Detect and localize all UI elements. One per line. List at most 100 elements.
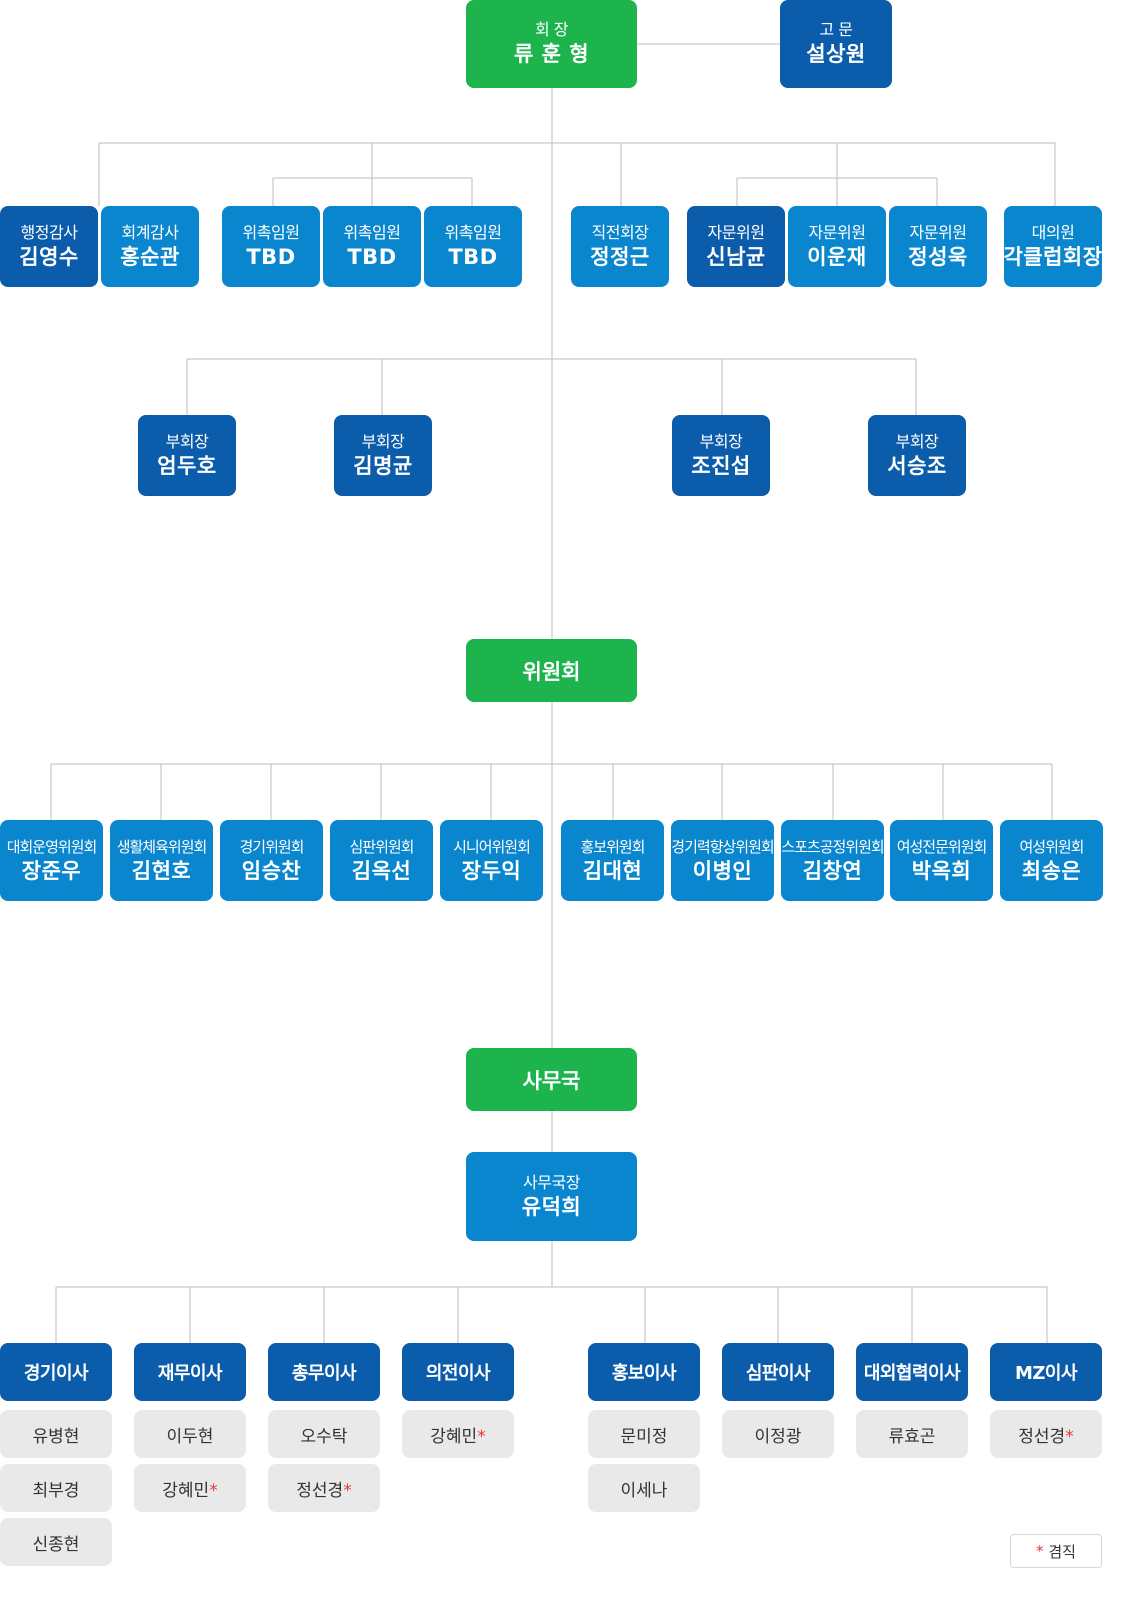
member-name: 류효곤: [888, 1426, 936, 1447]
director-header: 경기이사: [0, 1343, 112, 1401]
member-name: 정선경*: [1018, 1426, 1074, 1447]
director-header: 재무이사: [134, 1343, 246, 1401]
role-label: 자문위원: [909, 222, 967, 242]
role-label: 심판위원회: [349, 837, 414, 856]
role-label: 회 장: [534, 20, 569, 39]
role-label: 시니어위원회: [453, 837, 531, 856]
member-name: 이두현: [166, 1426, 214, 1447]
legend-text: 겸직: [1048, 1542, 1076, 1561]
person-name: 장준우: [21, 858, 82, 883]
director-member-box: 강혜민*: [402, 1410, 514, 1458]
person-name: 정성욱: [908, 244, 968, 269]
director-member-box: 유병현: [0, 1410, 112, 1458]
member-name: 오수탁: [300, 1426, 348, 1447]
role-label: 자문위원: [808, 222, 866, 242]
director-title: MZ이사: [1014, 1363, 1078, 1384]
director-title: 대외협력이사: [863, 1363, 961, 1384]
role-label: 경기위원회: [239, 837, 304, 856]
director-title: 의전이사: [425, 1363, 491, 1384]
role-label: 스포츠공정위원회: [781, 837, 884, 856]
member-name: 문미정: [620, 1426, 668, 1447]
role-label: 부회장: [699, 431, 743, 451]
person-name: 조진섭: [691, 453, 751, 478]
director-header: 총무이사: [268, 1343, 380, 1401]
director-header: MZ이사: [990, 1343, 1102, 1401]
person-name: 장두익: [461, 858, 522, 883]
person-name: 김창연: [802, 858, 863, 883]
concurrent-mark: *: [343, 1480, 352, 1501]
member-name: 강혜민*: [430, 1426, 486, 1447]
role-label: 위촉임원: [343, 222, 401, 242]
role-label: 생활체육위원회: [116, 837, 208, 856]
role-label: 부회장: [361, 431, 405, 451]
role-label: 경기력향상위원회: [671, 837, 774, 856]
director-header: 대외협력이사: [856, 1343, 968, 1401]
director-member-box: 류효곤: [856, 1410, 968, 1458]
director-member-box: 신종현: [0, 1518, 112, 1566]
member-name: 강혜민*: [162, 1480, 218, 1501]
director-header: 의전이사: [402, 1343, 514, 1401]
member-name: 최부경: [32, 1480, 80, 1501]
role-label: 사무국장: [523, 1172, 580, 1192]
director-title: 총무이사: [291, 1363, 357, 1384]
director-member-box: 정선경*: [268, 1464, 380, 1512]
person-name: 이운재: [807, 244, 867, 269]
member-name: 신종현: [32, 1534, 80, 1555]
committee-label: 위원회: [522, 659, 581, 684]
member-name: 정선경*: [296, 1480, 352, 1501]
person-name: 임승찬: [241, 858, 302, 883]
role-label: 홍보위원회: [580, 837, 645, 856]
concurrent-mark: *: [1065, 1426, 1074, 1447]
role-label: 직전회장: [591, 222, 649, 242]
director-title: 경기이사: [23, 1363, 89, 1384]
director-member-box: 강혜민*: [134, 1464, 246, 1512]
role-label: 자문위원: [707, 222, 765, 242]
concurrent-mark: *: [477, 1426, 486, 1447]
member-name: 유병현: [32, 1426, 80, 1447]
role-label: 부회장: [895, 431, 939, 451]
person-name: 엄두호: [157, 453, 217, 478]
person-name: TBD: [347, 244, 397, 269]
committee-header: 위원회: [466, 639, 637, 702]
secretariat-header: 사무국: [466, 1048, 637, 1111]
member-name: 이정광: [754, 1426, 802, 1447]
director-title: 심판이사: [745, 1363, 811, 1384]
person-name: 최송은: [1021, 858, 1082, 883]
person-name: 김옥선: [351, 858, 412, 883]
person-name: 류 훈 형: [513, 42, 590, 66]
secretariat-label: 사무국: [522, 1068, 581, 1093]
concurrent-mark: *: [209, 1480, 218, 1501]
person-name: 김현호: [131, 858, 192, 883]
director-member-box: 오수탁: [268, 1410, 380, 1458]
director-member-box: 정선경*: [990, 1410, 1102, 1458]
person-name: 유덕희: [521, 1194, 582, 1219]
legend-concurrent-post: * 겸직: [1010, 1534, 1102, 1568]
person-name: 김명균: [353, 453, 413, 478]
person-name: 홍순관: [120, 244, 180, 269]
role-label: 고 문: [819, 20, 853, 39]
role-label: 여성전문위원회: [896, 837, 988, 856]
role-label: 행정감사: [20, 222, 78, 242]
director-title: 재무이사: [157, 1363, 223, 1384]
